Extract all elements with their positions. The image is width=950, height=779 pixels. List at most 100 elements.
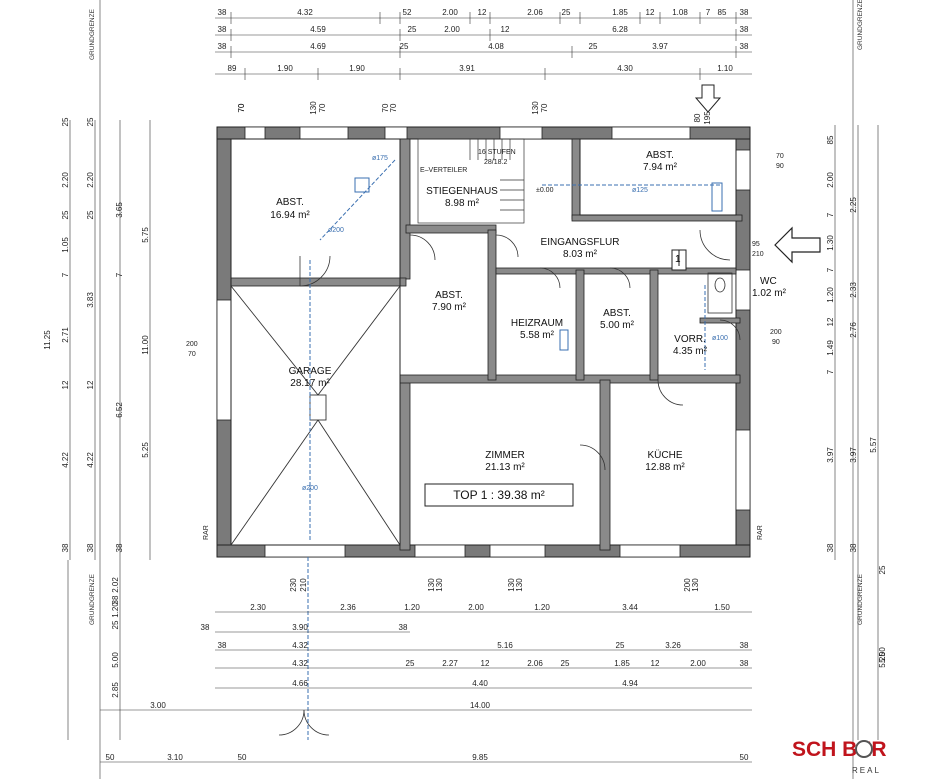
dim-top-row1: 1.85 [612, 8, 628, 17]
stair-ratio: 28/18.2 [484, 159, 507, 166]
dim-top-row1: 38 [218, 8, 227, 17]
garage-roof-lines [230, 285, 401, 546]
property-boundary [99, 0, 854, 779]
dim-left-col2: 12 [86, 380, 95, 389]
dim-bottom-row3: 3.26 [665, 641, 681, 650]
pipe-label-200a: ø200 [328, 227, 344, 234]
room-borders [230, 138, 737, 546]
dim-right-col2: 3.97 [849, 447, 858, 463]
dim-right-col1: 1.30 [826, 235, 835, 251]
dim-bottom-row7: 9.85 [472, 753, 488, 762]
dim-right-col1: 1.49 [826, 340, 835, 356]
dim-left-col3: 7 [115, 272, 124, 277]
dim-right-col1: 7 [826, 212, 835, 217]
dim-left-col1: 4.22 [61, 452, 70, 468]
dim-bottom-window: 210 [299, 578, 308, 592]
dim-bottom-window: 130 [435, 578, 444, 592]
dim-top-row1: 25 [562, 8, 571, 17]
dim-right-col1: 7 [826, 369, 835, 374]
dim-top-window: 80 [693, 113, 702, 122]
dim-bottom-row1: 3.44 [622, 603, 638, 612]
dim-top-window: 70 [318, 103, 327, 112]
dim-bottom-row7: 50 [238, 753, 247, 762]
top-area-box [424, 483, 574, 507]
dim-top-row3: 38 [740, 42, 749, 51]
stair-steps: 16 STUFEN [478, 149, 516, 156]
room-heizraum-name: HEIZRAUM [511, 318, 563, 329]
dim-bottom-row4: 12 [481, 659, 490, 668]
dim-bottom-window: 230 [289, 578, 298, 592]
room-stiegenhaus-area: 8.98 m² [445, 198, 480, 209]
dim-bottom-row4: 1.85 [614, 659, 630, 668]
dim-bottom-row2: 3.90 [292, 623, 308, 632]
dim-top-row3: 3.97 [652, 42, 668, 51]
level-marker [671, 249, 687, 271]
dim-top-row3: 25 [589, 42, 598, 51]
dim-bottom-row1: 2.00 [468, 603, 484, 612]
dim-top-row4: 4.30 [617, 64, 633, 73]
dim-left-col1: 25 [61, 210, 70, 219]
room-vorr-name: VORR. [674, 334, 706, 345]
dim-left-col2: 25 [86, 210, 95, 219]
dim-bottom-row6: 3.00 [150, 701, 166, 710]
dim-right-col2: 2.25 [849, 197, 858, 213]
dim-top-row1: 12 [478, 8, 487, 17]
dim-top-window: 130 [531, 101, 540, 115]
dim-bottom-window: 130 [507, 578, 516, 592]
dim-bottom-row3: 25 [616, 641, 625, 650]
door-dim-70: 70 [776, 153, 784, 160]
wc-fixtures [707, 272, 733, 314]
dim-bottom-row4: 25 [406, 659, 415, 668]
rar-left: RAR [203, 525, 210, 540]
dim-top-row2: 38 [740, 25, 749, 34]
dim-bottom-row5: 4.94 [622, 679, 638, 688]
dim-right-col1: 2.00 [826, 172, 835, 188]
dim-top-row4: 1.10 [717, 64, 733, 73]
dim-bottom-row4: 2.27 [442, 659, 458, 668]
dim-left-lower: 1.20 [111, 602, 120, 618]
dim-left-col1: 38 [61, 543, 70, 552]
room-labels: ABST. 16.94 m² STIEGENHAUS 8.98 m² ABST.… [270, 150, 786, 473]
room-heizraum-area: 5.58 m² [520, 330, 555, 341]
dim-right-col1: 38 [826, 543, 835, 552]
entrance-arrow-icon [774, 226, 821, 264]
marker-1: 1 [675, 254, 681, 265]
dim-top-row1: 4.32 [297, 8, 313, 17]
room-abst-left-area: 16.94 m² [270, 210, 310, 221]
window-dim-200: 200 [186, 341, 198, 348]
door-dim-90: 90 [772, 339, 780, 346]
dim-right-col2: 2.76 [849, 322, 858, 338]
room-abst-mid-name: ABST. [435, 290, 463, 301]
dim-top-row2: 2.00 [444, 25, 460, 34]
dim-top-window: 70 [389, 103, 398, 112]
room-kueche-area: 12.88 m² [645, 462, 685, 473]
dim-left-col4: 5.25 [141, 442, 150, 458]
top-area-text: TOP 1 : 39.38 m² [453, 488, 545, 502]
dim-left-col4: 5.75 [141, 227, 150, 243]
dim-top-row2: 12 [501, 25, 510, 34]
doors [278, 229, 741, 736]
dim-bottom-row5: 4.40 [472, 679, 488, 688]
dim-top-row1: 2.00 [442, 8, 458, 17]
pipe-label-200b: ø200 [302, 485, 318, 492]
room-abst-top-right-name: ABST. [646, 150, 674, 161]
dim-bottom-window: 130 [427, 578, 436, 592]
level-zero: ±0.00 [536, 187, 554, 194]
dim-bottom-row7: 3.10 [167, 753, 183, 762]
dim-left-col1: 7 [61, 272, 70, 277]
dim-top-window: 130 [309, 101, 318, 115]
room-zimmer-name: ZIMMER [485, 450, 524, 461]
dim-left-lower: 5.00 [111, 652, 120, 668]
window-openings [216, 126, 751, 558]
room-wc-name: WC [760, 276, 777, 287]
window-dim-70: 70 [188, 351, 196, 358]
dim-right-col2: 2.33 [849, 282, 858, 298]
dim-left-col2: 3.83 [86, 292, 95, 308]
dim-left-lower: 25 [111, 620, 120, 629]
door-dim-95: 95 [752, 241, 760, 248]
room-zimmer-area: 21.13 m² [485, 462, 525, 473]
dim-top-row1: 7 [706, 8, 711, 17]
logo-globe-icon [855, 740, 873, 758]
